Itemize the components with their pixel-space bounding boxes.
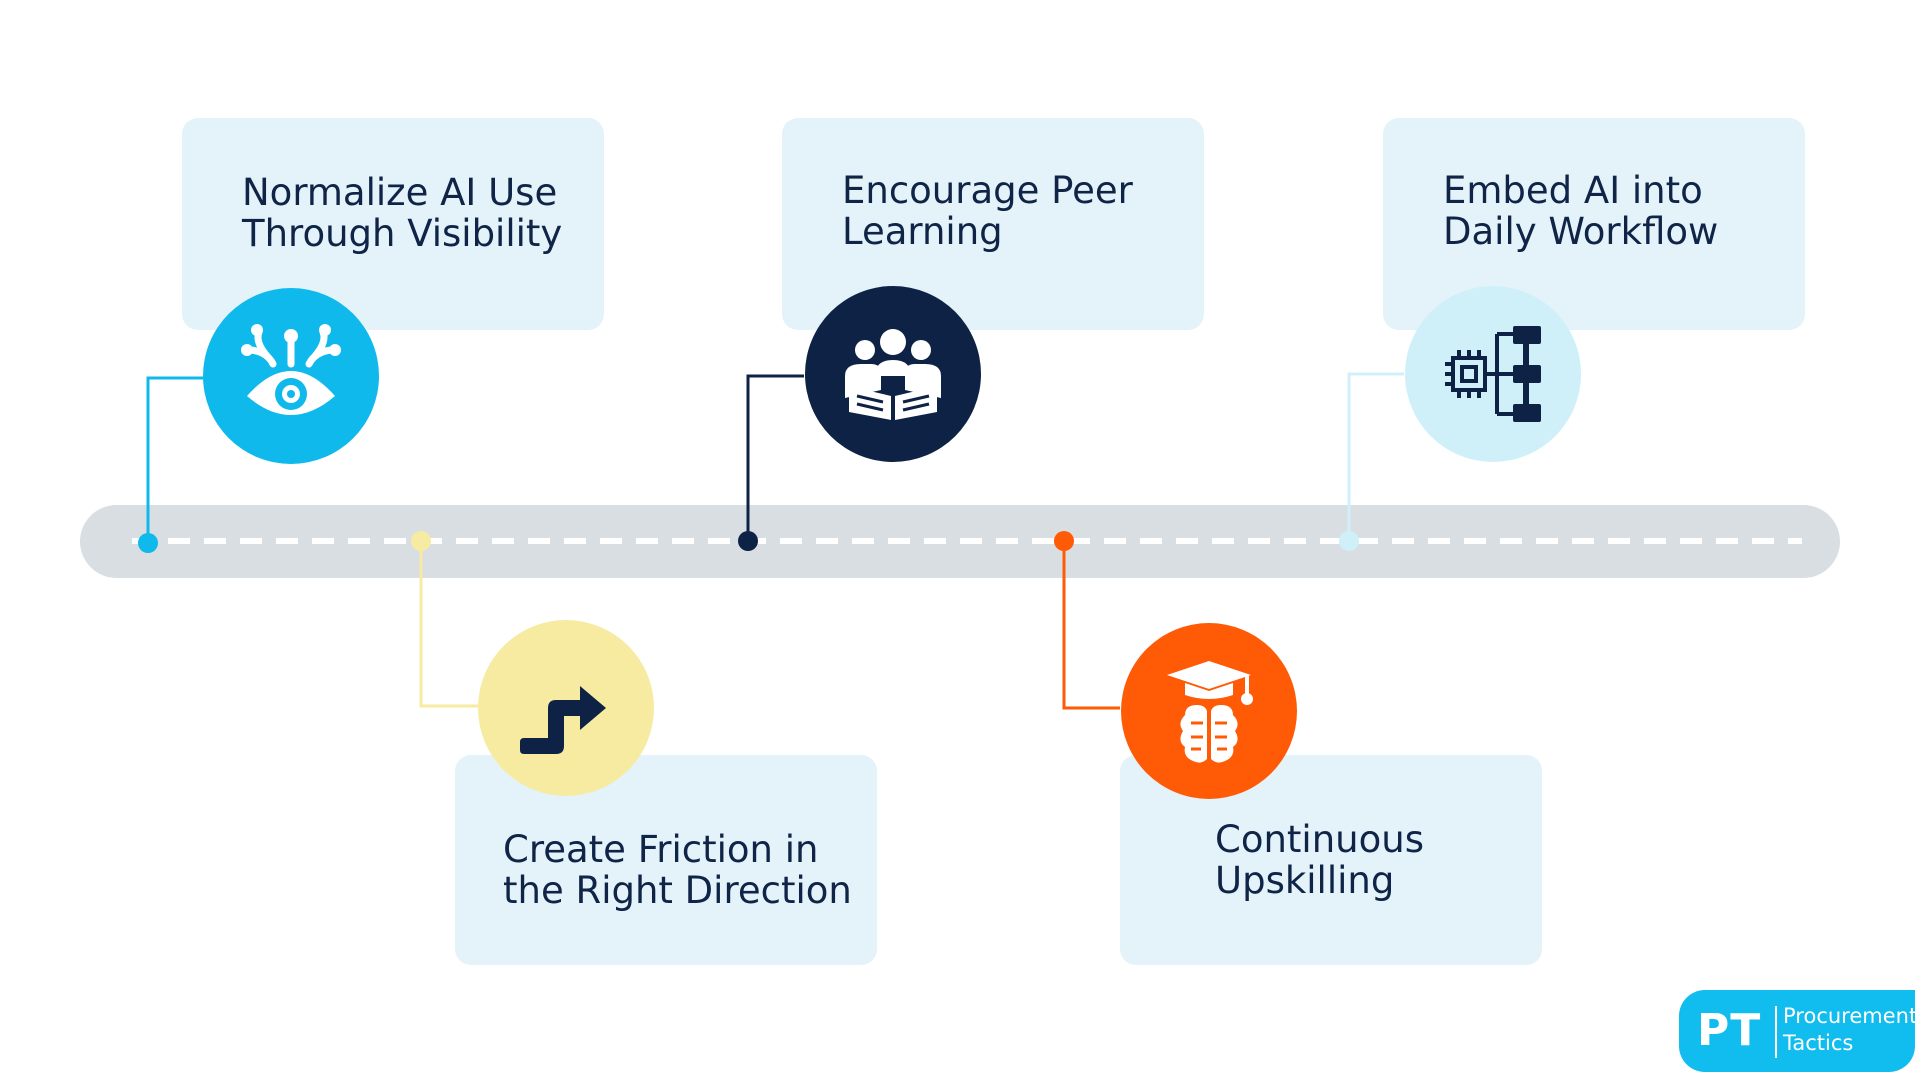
logo-name: Procurement Tactics bbox=[1783, 1004, 1918, 1055]
timeline-dot-1 bbox=[138, 533, 158, 553]
connector-5 bbox=[1347, 372, 1404, 541]
group-reading-icon bbox=[845, 329, 941, 420]
timeline-dot-3 bbox=[738, 531, 758, 551]
step-card-2: Create Friction in the Right Direction bbox=[455, 755, 877, 965]
step-label-4: Continuous Upskilling bbox=[1215, 818, 1424, 902]
step-card-3: Encourage Peer Learning bbox=[782, 118, 1204, 330]
procurement-tactics-logo: PT Procurement Tactics bbox=[1679, 990, 1918, 1072]
eye-network-icon bbox=[241, 324, 341, 415]
step-card-1: Normalize AI Use Through Visibility bbox=[182, 118, 604, 330]
step-label-2: Create Friction in the Right Direction bbox=[503, 828, 852, 912]
step-badge-4 bbox=[1121, 623, 1297, 799]
step-badge-3 bbox=[805, 286, 981, 462]
timeline-dot-2 bbox=[411, 531, 431, 551]
step-label-3: Encourage Peer Learning bbox=[842, 169, 1133, 253]
turn-arrow-icon bbox=[520, 686, 606, 754]
timeline-dot-4 bbox=[1054, 531, 1074, 551]
step-card-5: Embed AI into Daily Workflow bbox=[1383, 118, 1805, 330]
step-label-5: Embed AI into Daily Workflow bbox=[1443, 169, 1719, 253]
step-label-1: Normalize AI Use Through Visibility bbox=[242, 171, 563, 255]
step-badge-2 bbox=[478, 620, 654, 796]
step-badge-1 bbox=[203, 288, 379, 464]
connector-4 bbox=[1062, 541, 1120, 710]
logo-divider bbox=[1775, 1006, 1777, 1058]
connector-3 bbox=[746, 374, 804, 541]
logo-mark: PT bbox=[1697, 1005, 1762, 1056]
chip-flowchart-icon bbox=[1445, 326, 1541, 422]
timeline-dot-5 bbox=[1339, 531, 1359, 551]
connector-1 bbox=[146, 376, 204, 541]
connector-2 bbox=[419, 541, 478, 708]
step-badge-5 bbox=[1405, 286, 1581, 462]
graduation-brain-icon bbox=[1167, 661, 1253, 763]
